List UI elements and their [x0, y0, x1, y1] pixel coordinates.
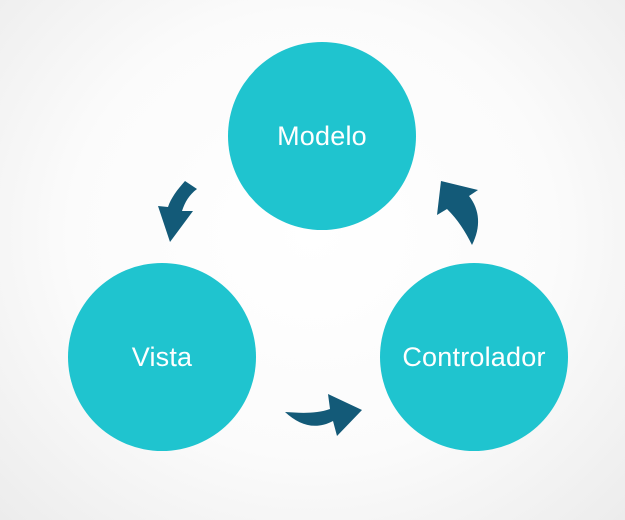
model-node: Modelo	[228, 42, 416, 230]
controller-node: Controlador	[380, 263, 568, 451]
view-node-label: Vista	[131, 341, 193, 372]
model-node-label: Modelo	[277, 120, 367, 151]
controller-to-model-arrow	[437, 181, 479, 245]
model-to-view-arrow	[158, 181, 197, 242]
controller-node-label: Controlador	[402, 341, 546, 372]
view-node: Vista	[68, 263, 256, 451]
view-to-controller-arrow	[285, 394, 362, 436]
